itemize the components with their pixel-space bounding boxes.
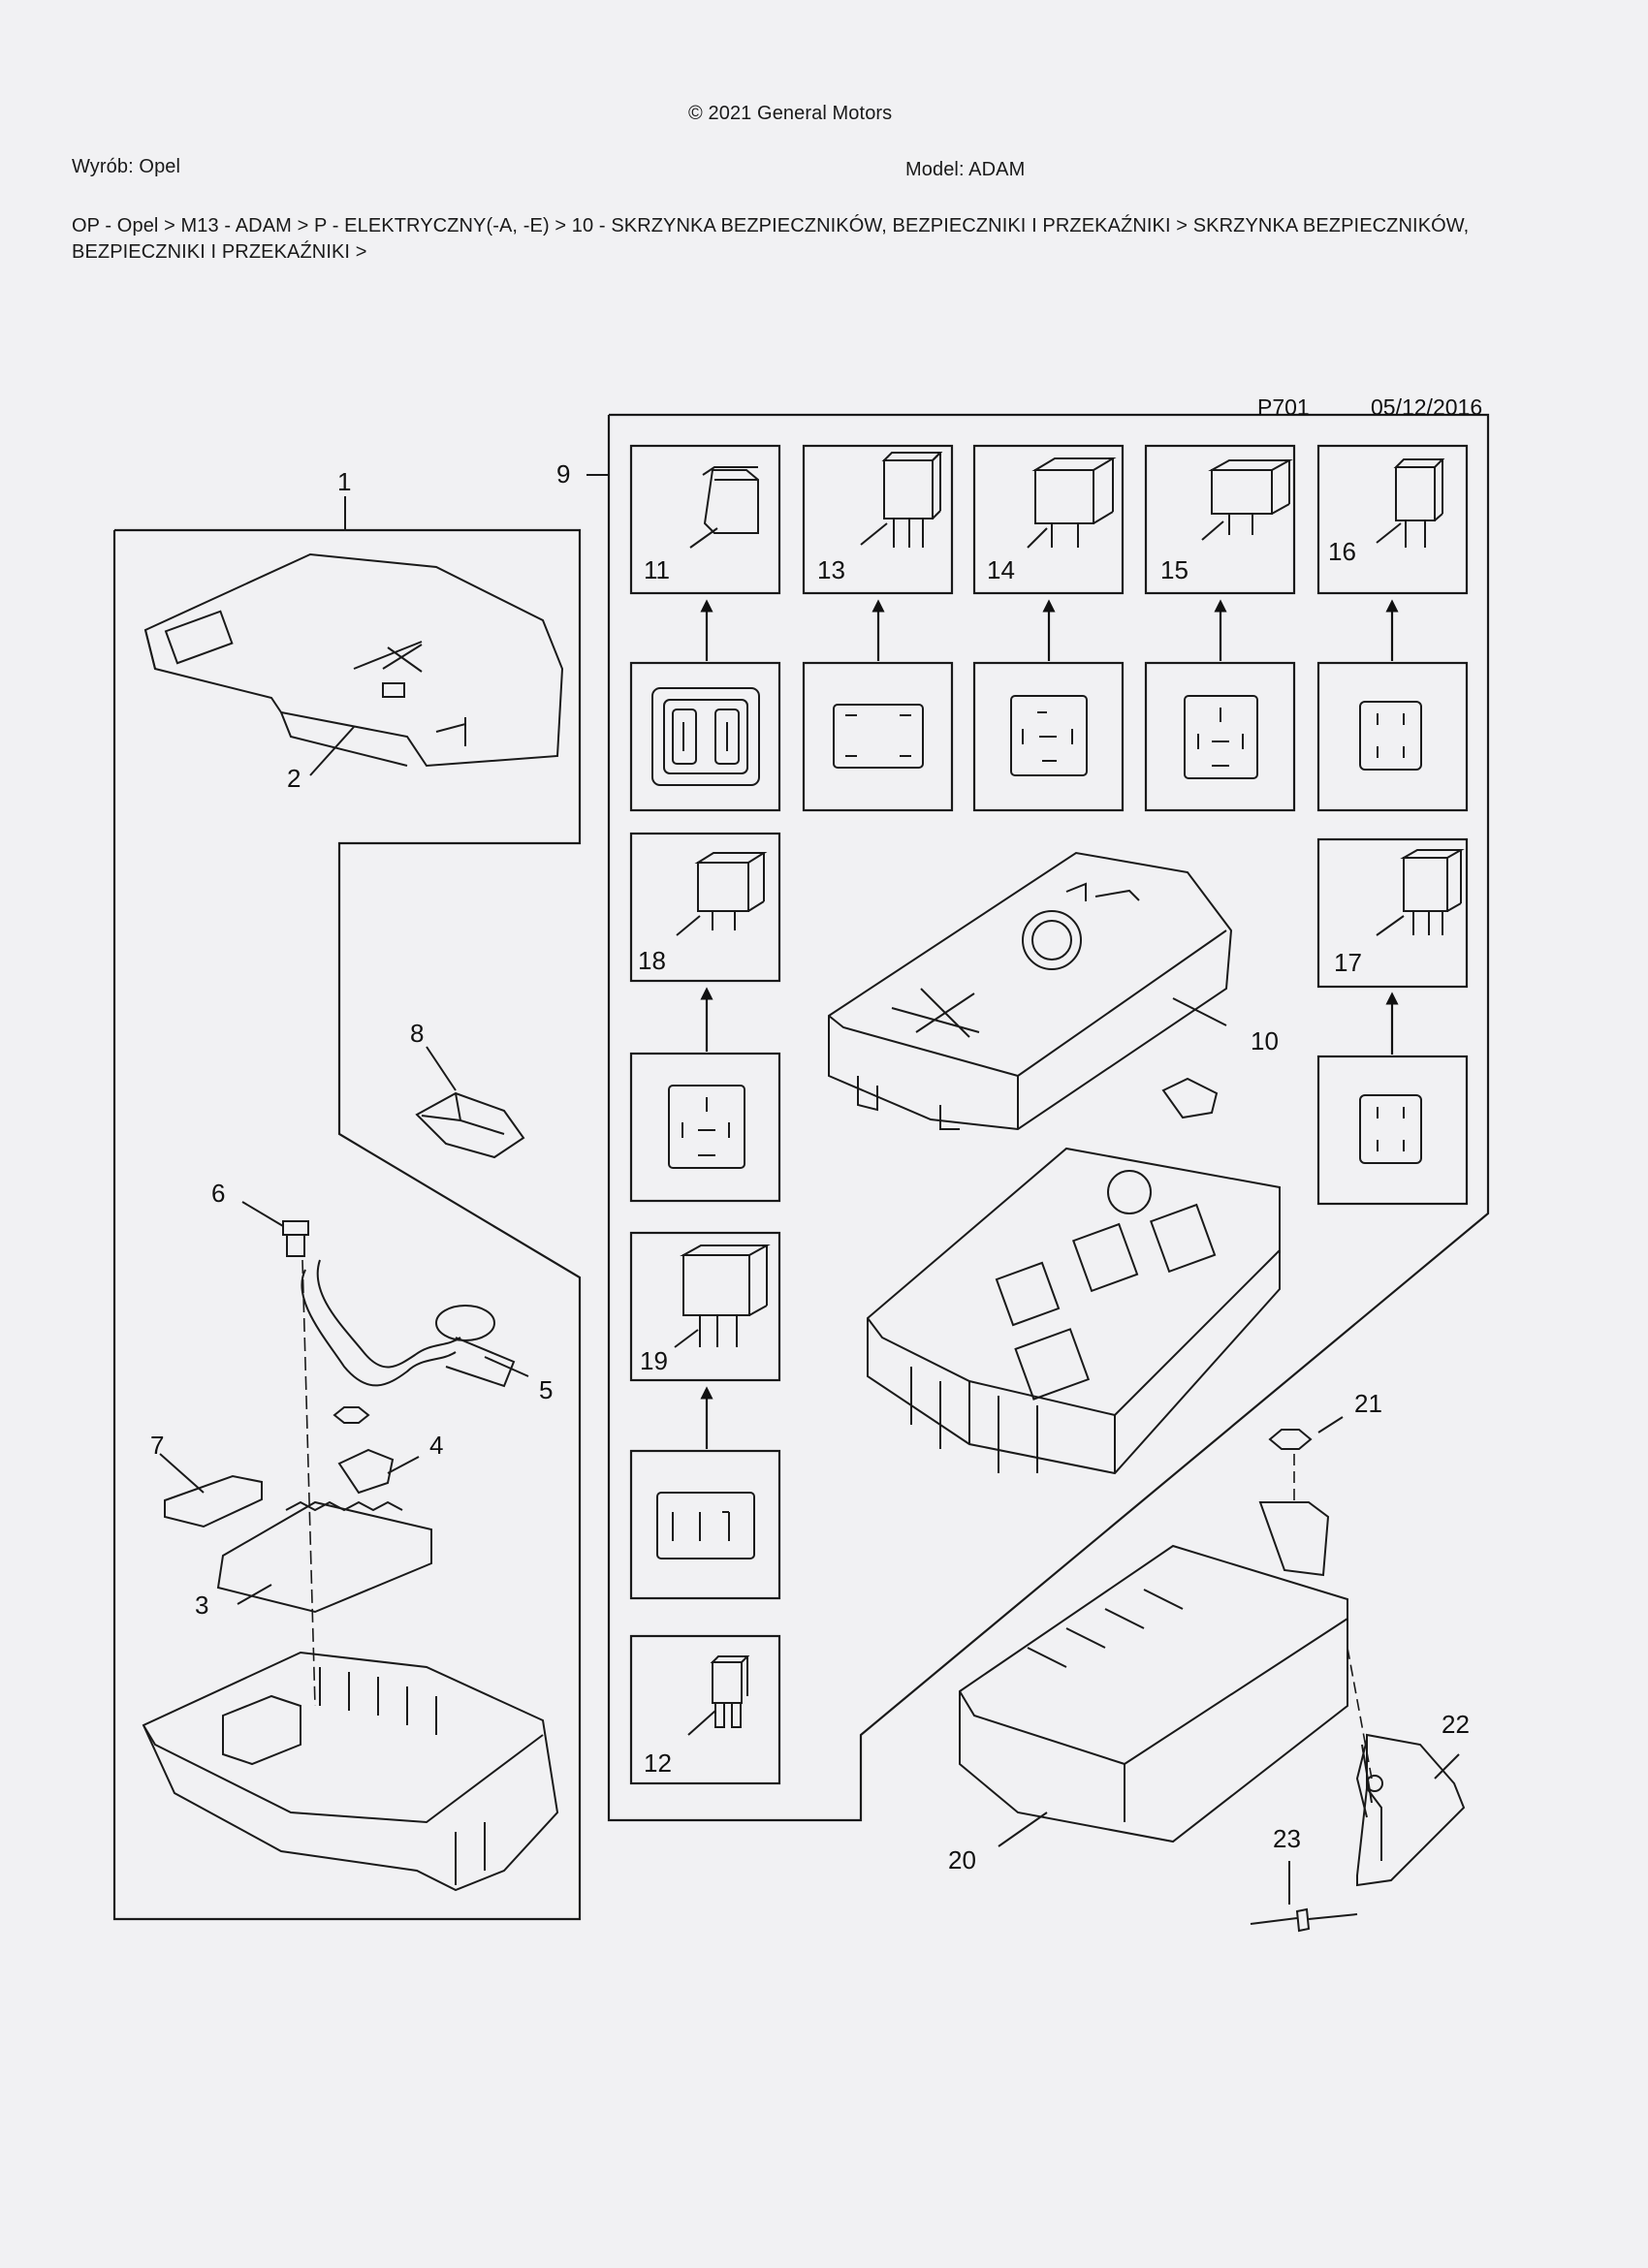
callout-2: 2 xyxy=(287,764,301,793)
pin-screw xyxy=(1355,1739,1373,1818)
relay-13-icon xyxy=(860,452,943,548)
relay-box-19 xyxy=(629,1231,781,1382)
socket-13-icon xyxy=(833,704,924,769)
nut-part-21 xyxy=(1268,1416,1344,1450)
relay-14-icon xyxy=(1027,457,1117,549)
callout-11: 11 xyxy=(644,555,670,584)
relay-17-icon xyxy=(1376,849,1465,936)
callout-20: 20 xyxy=(948,1845,976,1874)
relay-box-18 xyxy=(629,832,781,983)
model-label: Model: ADAM xyxy=(905,159,1026,180)
mini-fuse-icon xyxy=(687,1655,750,1736)
clamp-part-4 xyxy=(337,1448,420,1495)
frame-group-1 xyxy=(112,528,582,1921)
callout-15: 15 xyxy=(1160,555,1188,584)
socket-17-icon xyxy=(1359,1094,1422,1164)
relay-carrier xyxy=(867,1147,1281,1475)
lower-tray-part-20 xyxy=(959,1501,1348,1847)
callout-14: 14 xyxy=(987,555,1015,584)
callout-21: 21 xyxy=(1354,1389,1382,1418)
relay-18-icon xyxy=(676,852,768,936)
relay-box-14 xyxy=(972,444,1125,595)
nut-part xyxy=(333,1406,370,1424)
callout-12: 12 xyxy=(644,1748,672,1778)
lower-housing-left xyxy=(142,1651,559,1892)
socket-11-icon xyxy=(651,687,760,786)
bolt-part-6 xyxy=(241,1201,309,1257)
callout-6: 6 xyxy=(211,1179,225,1208)
callout-1: 1 xyxy=(337,467,351,496)
socket-box-14 xyxy=(972,661,1125,812)
callout-13: 13 xyxy=(817,555,845,584)
maxi-fuse-icon xyxy=(689,466,759,549)
callout-9: 9 xyxy=(556,459,570,488)
callout-3: 3 xyxy=(195,1591,208,1620)
socket-16-icon xyxy=(1359,701,1422,771)
relay-box-13 xyxy=(802,444,954,595)
bracket-part-22 xyxy=(1356,1733,1466,1887)
callout-23: 23 xyxy=(1273,1824,1301,1853)
socket-box-16 xyxy=(1316,661,1469,812)
fuse-box-12 xyxy=(629,1634,781,1785)
socket-18-icon xyxy=(668,1085,745,1169)
callout-18: 18 xyxy=(638,946,666,975)
callout-19: 19 xyxy=(640,1346,668,1375)
callout-16: 16 xyxy=(1328,537,1356,566)
socket-14-icon xyxy=(1010,695,1088,776)
socket-box-17 xyxy=(1316,1055,1469,1206)
socket-box-18 xyxy=(629,1052,781,1203)
callout-10: 10 xyxy=(1251,1026,1279,1055)
socket-box-19 xyxy=(629,1449,781,1600)
callout-5: 5 xyxy=(539,1375,553,1404)
terminal-plate-part-3 xyxy=(216,1500,432,1614)
callout-4: 4 xyxy=(429,1431,443,1460)
callout-22: 22 xyxy=(1442,1710,1470,1739)
relay-box-17 xyxy=(1316,837,1469,989)
socket-box-11 xyxy=(629,661,781,812)
relay-19-icon xyxy=(674,1244,771,1348)
socket-15-icon xyxy=(1184,695,1258,779)
copyright-notice: © 2021 General Motors xyxy=(688,103,893,124)
relay-box-11 xyxy=(629,444,781,595)
main-cover-part-10 xyxy=(828,851,1233,1131)
callout-8: 8 xyxy=(410,1019,424,1048)
cable-part-5 xyxy=(301,1259,529,1388)
relay-16-icon xyxy=(1376,458,1445,548)
relay-box-16 xyxy=(1316,444,1469,595)
bracket-part-7 xyxy=(159,1453,263,1528)
diagram-code: P701 xyxy=(1257,394,1310,420)
screw-part-23 xyxy=(1250,1861,1358,1933)
callout-17: 17 xyxy=(1334,948,1362,977)
socket-box-15 xyxy=(1144,661,1296,812)
product-label: Wyrób: Opel xyxy=(72,156,181,177)
clip-part-8 xyxy=(415,1046,525,1159)
fusebox-cover-part-2 xyxy=(143,552,564,776)
diagram-date: 05/12/2016 xyxy=(1371,394,1482,420)
frame-group-9 xyxy=(607,413,1490,1822)
breadcrumb: OP - Opel > M13 - ADAM > P - ELEKTRYCZNY… xyxy=(72,215,1470,263)
socket-19-icon xyxy=(656,1492,755,1559)
small-clip xyxy=(1161,1077,1219,1119)
relay-box-15 xyxy=(1144,444,1296,595)
relay-15-icon xyxy=(1201,459,1293,541)
socket-box-13 xyxy=(802,661,954,812)
callout-7: 7 xyxy=(150,1431,164,1460)
